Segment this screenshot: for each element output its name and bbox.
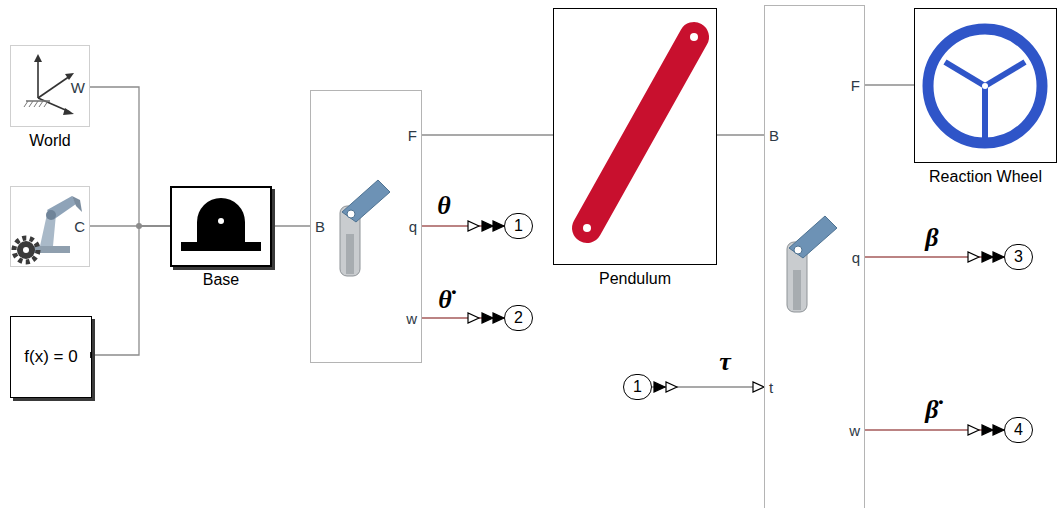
pendulum-link bbox=[583, 33, 698, 232]
revolute-joint-icon bbox=[340, 180, 390, 276]
base-icon bbox=[181, 198, 261, 251]
signal-label: β̇ bbox=[923, 396, 940, 424]
arrow-head bbox=[468, 221, 479, 231]
arrow-head bbox=[493, 313, 504, 323]
signal-label: θ bbox=[435, 192, 453, 220]
port-label: q bbox=[409, 218, 417, 236]
port-label: F bbox=[408, 127, 417, 145]
port-label: W bbox=[71, 79, 85, 97]
port-number: 2 bbox=[505, 309, 532, 327]
block-name: World bbox=[29, 132, 71, 150]
mechanism-config-block: C bbox=[10, 186, 90, 267]
block-name: Pendulum bbox=[599, 270, 671, 288]
port-label: w bbox=[849, 422, 860, 440]
block-name: Base bbox=[203, 271, 239, 289]
block-name: Reaction Wheel bbox=[929, 168, 1042, 186]
port-label: B bbox=[315, 218, 325, 236]
connector-line bbox=[92, 226, 170, 355]
arrow-head bbox=[654, 382, 665, 392]
arrow-head bbox=[468, 313, 479, 323]
arrow-head bbox=[968, 252, 979, 262]
inport-block: 1 bbox=[623, 374, 652, 400]
connector-group bbox=[865, 85, 914, 86]
revolute-joint-block: B Fq w bbox=[310, 90, 422, 363]
connector-group bbox=[717, 135, 764, 136]
outport-block: 2 bbox=[504, 305, 533, 331]
connector-group bbox=[652, 382, 764, 392]
connector-line bbox=[90, 87, 170, 226]
port-label: t bbox=[769, 379, 773, 397]
connector-group bbox=[92, 226, 170, 355]
arrow-head bbox=[993, 425, 1004, 435]
arrow-head bbox=[993, 252, 1004, 262]
connector-group bbox=[422, 135, 553, 136]
signal-label: τ bbox=[717, 348, 733, 376]
world-block: WWorld bbox=[10, 45, 90, 127]
revolute-joint-icon bbox=[787, 216, 837, 312]
world-frame-icon bbox=[24, 54, 74, 115]
arrow-head bbox=[482, 313, 493, 323]
connector-group bbox=[272, 226, 310, 227]
connector-line bbox=[422, 134, 553, 135]
port-label: w bbox=[406, 310, 417, 328]
solver-config-block: f(x) = 0 bbox=[10, 316, 92, 398]
signal-label: θ̇ bbox=[436, 286, 454, 314]
arrow-head bbox=[982, 425, 993, 435]
connector-group bbox=[865, 425, 1004, 435]
arrow-head bbox=[493, 221, 504, 231]
arrow-head bbox=[982, 252, 993, 262]
reaction-wheel-icon bbox=[928, 29, 1042, 143]
port-number: 1 bbox=[624, 378, 651, 396]
block-text: f(x) = 0 bbox=[11, 348, 91, 366]
port-number: 3 bbox=[1005, 248, 1032, 266]
arrow-head bbox=[482, 221, 493, 231]
connector-group bbox=[422, 221, 504, 231]
connector-group bbox=[865, 252, 1004, 262]
base-block: Base bbox=[170, 186, 272, 267]
signal-label: β bbox=[923, 224, 940, 252]
arrow-head bbox=[968, 425, 979, 435]
outport-block: 4 bbox=[1004, 417, 1033, 443]
connector-line bbox=[717, 134, 764, 135]
connector-line bbox=[865, 84, 914, 85]
reaction-wheel-block: Reaction Wheel bbox=[914, 8, 1057, 163]
connector-line bbox=[272, 225, 310, 226]
port-number: 4 bbox=[1005, 421, 1032, 439]
port-label: F bbox=[851, 77, 860, 95]
port-label: C bbox=[74, 218, 85, 236]
arrow-head bbox=[753, 382, 764, 392]
connector-group bbox=[90, 87, 170, 226]
mechanism-config-icon bbox=[14, 196, 82, 262]
connector-group bbox=[422, 313, 504, 323]
outport-block: 1 bbox=[504, 213, 533, 239]
outport-block: 3 bbox=[1004, 244, 1033, 270]
revolute-joint-block: B Fq w t bbox=[764, 5, 865, 508]
arrow-head bbox=[666, 382, 677, 392]
port-label: q bbox=[852, 249, 860, 267]
port-number: 1 bbox=[505, 217, 532, 235]
pendulum-block: Pendulum bbox=[553, 8, 717, 265]
port-label: B bbox=[769, 127, 779, 145]
